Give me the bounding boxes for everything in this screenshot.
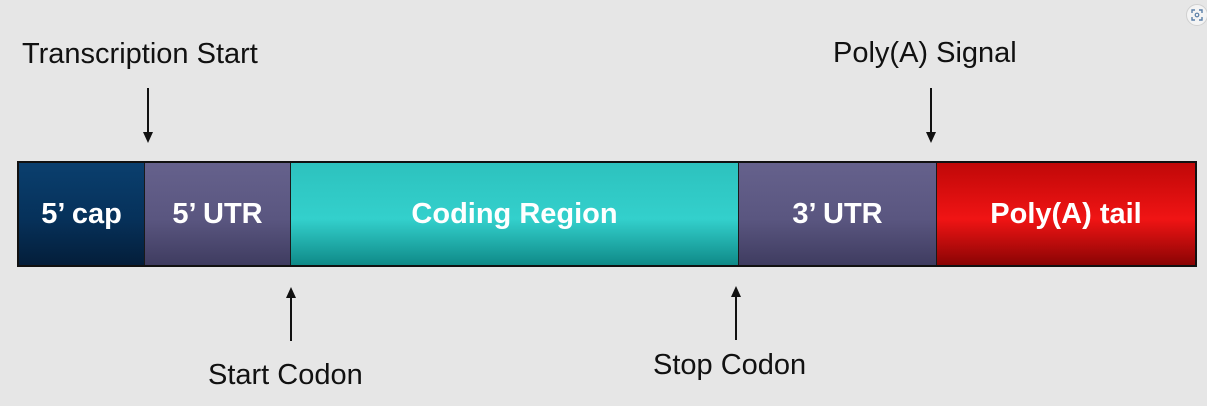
segment-3-utr: 3’ UTR — [738, 163, 936, 265]
segment-coding-region: Coding Region — [290, 163, 738, 265]
mrna-bar: 5’ cap 5’ UTR Coding Region 3’ UTR Poly(… — [17, 161, 1197, 267]
segment-polya-tail: Poly(A) tail — [936, 163, 1195, 265]
transcription-start-label: Transcription Start — [22, 38, 258, 70]
stop-codon-arrow — [729, 286, 743, 340]
polya-signal-arrow — [924, 88, 938, 144]
start-codon-arrow — [284, 287, 298, 341]
stop-codon-label: Stop Codon — [653, 349, 807, 381]
segment-5-utr: 5’ UTR — [144, 163, 290, 265]
segment-5-cap: 5’ cap — [19, 163, 144, 265]
expand-icon[interactable] — [1186, 4, 1207, 26]
polya-signal-label: Poly(A) Signal — [833, 37, 1017, 69]
start-codon-label: Start Codon — [208, 359, 363, 391]
transcription-start-arrow — [141, 88, 155, 144]
